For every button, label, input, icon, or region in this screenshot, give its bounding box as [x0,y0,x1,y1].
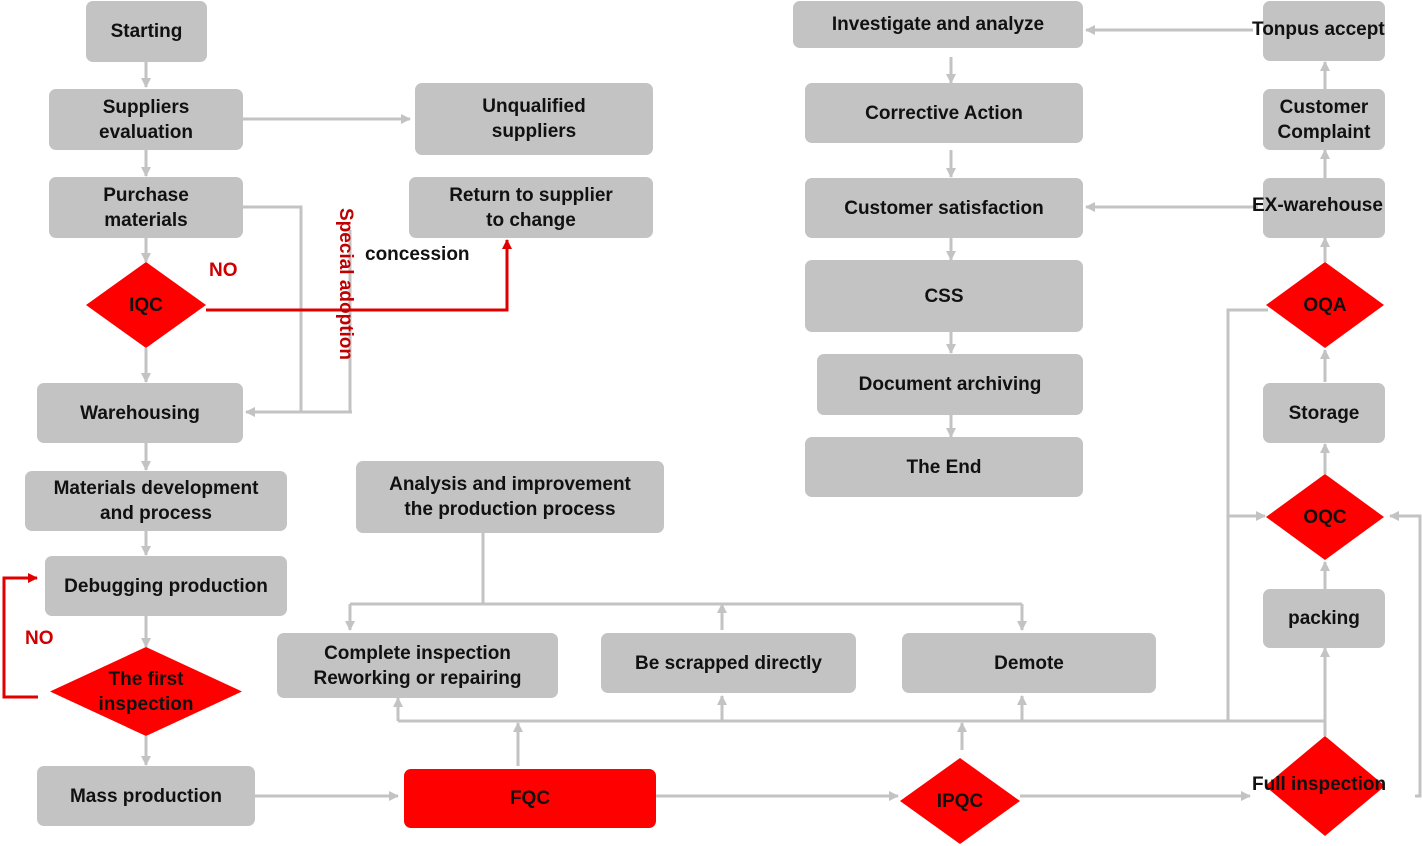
concession-label: concession [365,244,470,265]
css-node: CSS [805,260,1083,332]
oqa-label: OQA [1303,294,1347,316]
suppliers-evaluation-node: Suppliers evaluation [49,89,243,150]
iqc-no-label: NO [209,260,238,281]
iqc-decision: IQC [86,262,206,348]
ipqc-decision: IPQC [900,758,1020,844]
be-scrapped-node: Be scrapped directly [601,633,856,693]
connectors [141,25,1422,801]
investigate-node: Investigate and analyze [793,1,1083,48]
first-inspection-no-label: NO [25,628,54,649]
oqc-label: OQC [1303,506,1347,528]
oqa-decision: OQA [1266,262,1384,348]
demote-node: Demote [902,633,1156,693]
return-to-supplier-node: Return to supplier to change [409,177,653,238]
starting-node: Starting [86,1,207,62]
full-inspection-label: Full inspection [1252,774,1387,795]
special-adoption-label: Special adoption [335,208,356,361]
first-inspection-label: The first inspection [98,668,194,715]
first-inspection-decision: The first inspection [50,647,242,736]
purchase-materials-node: Purchase materials [49,177,243,238]
unqualified-suppliers-node: Unqualified suppliers [415,83,653,155]
document-archiving-node: Document archiving [817,354,1083,415]
complete-inspection-node: Complete inspection Reworking or repairi… [277,633,558,698]
materials-development-node: Materials development and process [25,471,287,531]
customer-complaint-node: Customer Complaint [1263,89,1385,150]
tonpus-accept-node [1263,1,1385,61]
iqc-label: IQC [129,294,163,316]
packing-node: packing [1263,589,1385,648]
debugging-production-node: Debugging production [45,556,287,616]
tonpus-accept-label: Tonpus accept [1252,19,1385,40]
oqc-decision: OQC [1266,474,1384,560]
the-end-node: The End [805,437,1083,497]
warehousing-node: Warehousing [37,383,243,443]
analysis-improvement-node: Analysis and improvement the production … [356,461,664,533]
ex-warehouse-label: EX-warehouse [1252,195,1383,216]
ipqc-label: IPQC [936,790,984,812]
full-inspection-decision [1265,736,1385,836]
customer-satisfaction-node: Customer satisfaction [805,178,1083,238]
mass-production-node: Mass production [37,766,255,826]
fqc-node: FQC [404,769,656,828]
storage-node: Storage [1263,383,1385,443]
reject-connectors [2,239,512,699]
ex-warehouse-node [1263,178,1385,238]
corrective-action-node: Corrective Action [805,83,1083,143]
